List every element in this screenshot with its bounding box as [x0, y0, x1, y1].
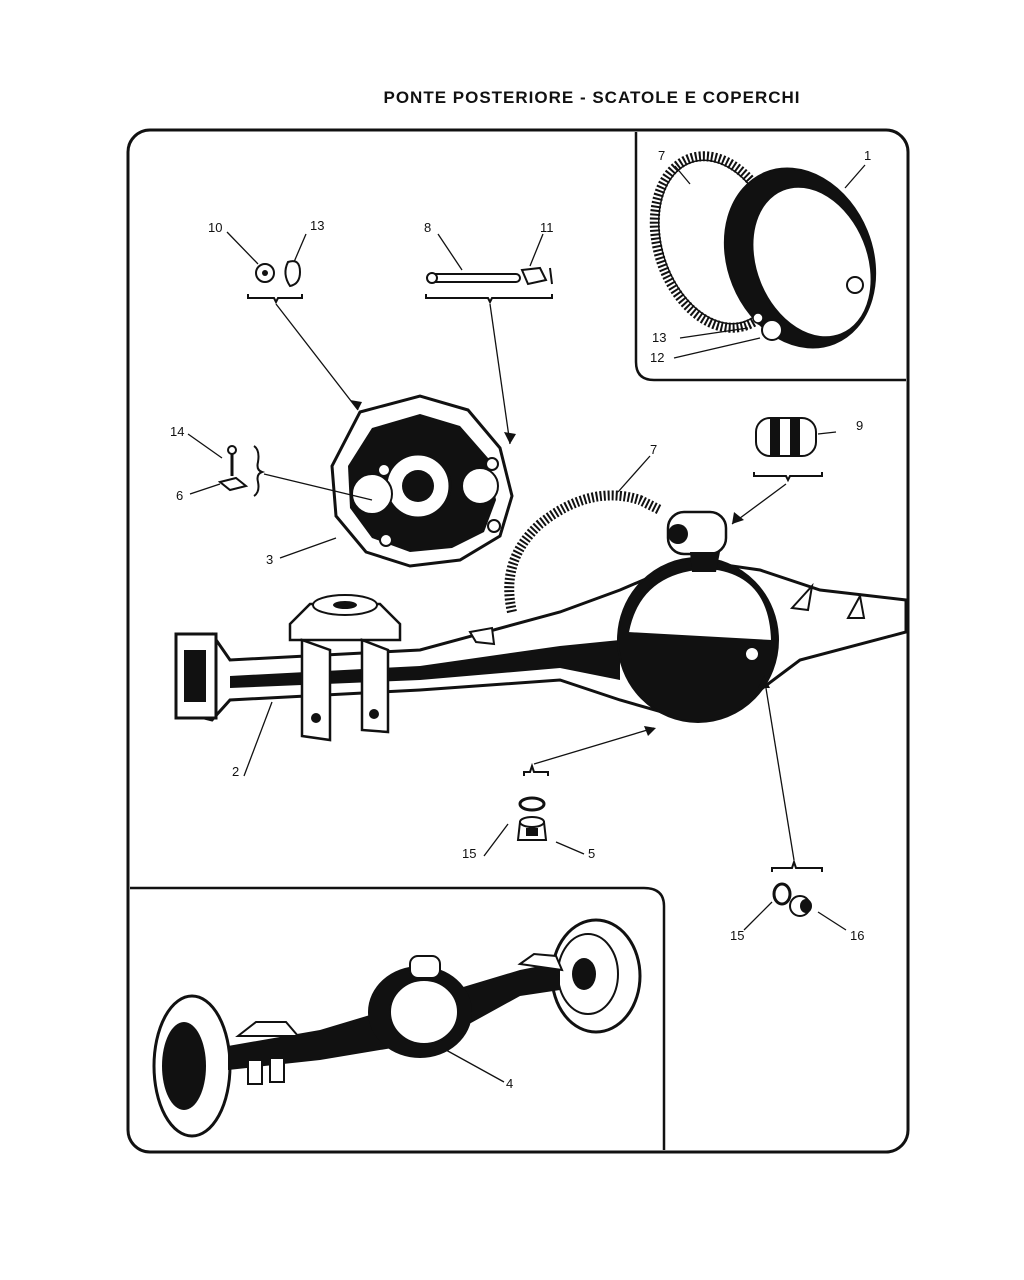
bracket-8-11 — [425, 294, 553, 305]
screw-part-14 — [227, 445, 237, 476]
callout-13-inset: 13 — [652, 330, 666, 345]
bracket-15-5 — [523, 762, 549, 776]
bracket-10-13 — [247, 294, 303, 305]
callout-16: 16 — [850, 928, 864, 943]
nut-part-11 — [520, 266, 553, 286]
callout-3: 3 — [266, 552, 273, 567]
spacer-part-9 — [755, 417, 817, 457]
callout-1: 1 — [864, 148, 871, 163]
arrowheads — [350, 400, 770, 736]
drain-plug-part-5 — [516, 816, 548, 841]
complete-axle-part-4 — [152, 918, 642, 1138]
callout-7-inset: 7 — [658, 148, 665, 163]
callout-9: 9 — [856, 418, 863, 433]
lockplate-part-6 — [217, 476, 249, 492]
callout-7: 7 — [650, 442, 657, 457]
washer-part-15-right — [772, 882, 792, 906]
bracket-9 — [753, 472, 823, 483]
callout-13: 13 — [310, 218, 324, 233]
bracket-15-16 — [771, 858, 823, 872]
bolt-part-8 — [426, 272, 521, 284]
differential-carrier-part-3 — [330, 394, 514, 568]
cover-ring-inset — [723, 167, 877, 349]
callout-4: 4 — [506, 1076, 513, 1091]
callout-10: 10 — [208, 220, 222, 235]
outer-frame — [126, 128, 910, 1154]
gasket-part-7 — [504, 490, 663, 614]
callout-8: 8 — [424, 220, 431, 235]
bracket-14-6 — [253, 445, 266, 497]
nut-part-10 — [255, 263, 275, 283]
callout-15-bottom: 15 — [462, 846, 476, 861]
inset-frame-top-right — [634, 132, 906, 382]
callout-11: 11 — [540, 220, 554, 235]
inset-frame-bottom-left — [130, 886, 666, 1150]
callout-14: 14 — [170, 424, 184, 439]
lockplate-part-13 — [284, 260, 302, 288]
filler-plug-part-16 — [789, 895, 812, 917]
leader-lines — [187, 164, 866, 1083]
callout-12: 12 — [650, 350, 664, 365]
axle-housing-part-2 — [174, 510, 908, 742]
callout-2: 2 — [232, 764, 239, 779]
callout-6: 6 — [176, 488, 183, 503]
page-title: PONTE POSTERIORE - SCATOLE E COPERCHI — [383, 88, 801, 107]
callout-5: 5 — [588, 846, 595, 861]
washer-part-15-bottom — [518, 796, 546, 812]
callout-15-right: 15 — [730, 928, 744, 943]
